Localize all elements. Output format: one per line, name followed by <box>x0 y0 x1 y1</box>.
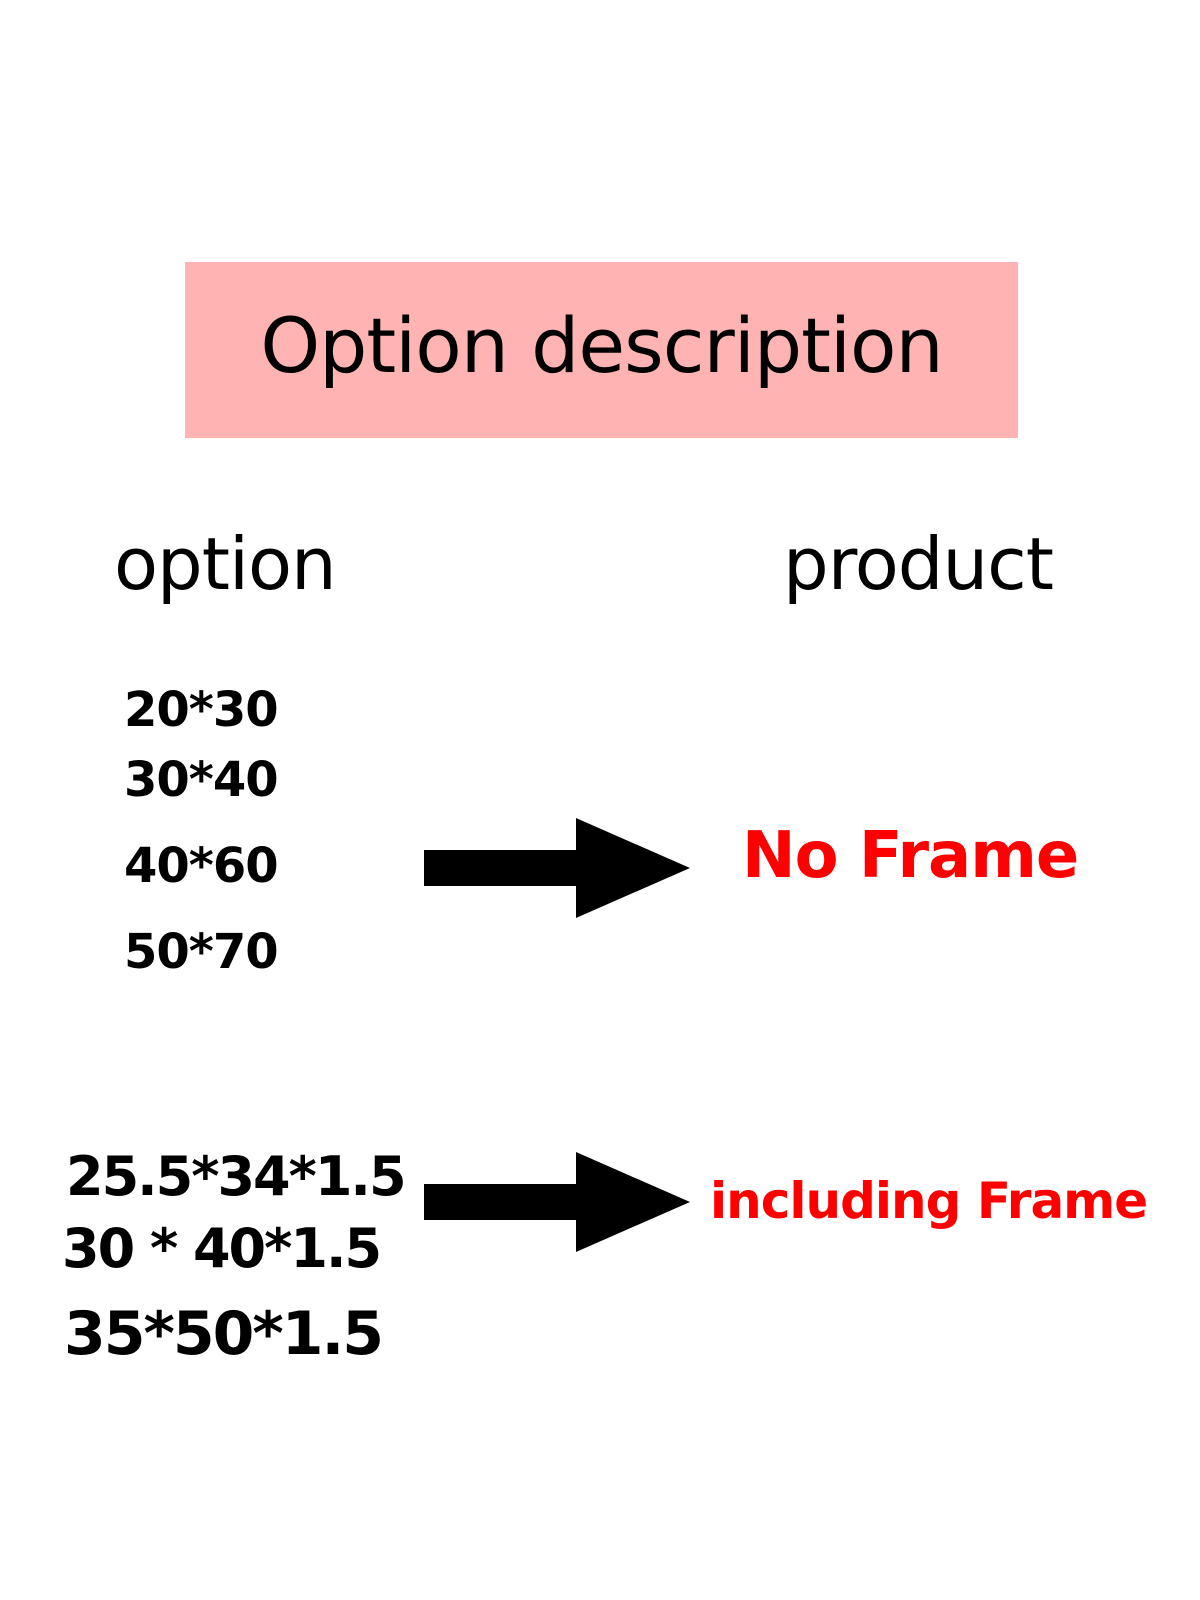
including-frame-product: including Frame <box>710 1172 1148 1230</box>
option-item: 30 * 40*1.5 <box>62 1217 382 1280</box>
option-item: 30*40 <box>124 752 279 808</box>
option-item: 50*70 <box>124 924 279 980</box>
option-item: 25.5*34*1.5 <box>66 1145 407 1208</box>
product-column-header: product <box>783 522 1054 606</box>
title-banner: Option description <box>185 262 1018 438</box>
right-arrow-icon <box>424 1152 690 1252</box>
page-title: Option description <box>260 301 943 390</box>
option-item: 20*30 <box>124 682 279 738</box>
option-item: 40*60 <box>124 838 279 894</box>
option-item: 35*50*1.5 <box>64 1299 384 1369</box>
no-frame-product: No Frame <box>742 819 1079 893</box>
right-arrow-icon <box>424 818 690 918</box>
option-column-header: option <box>114 522 337 606</box>
